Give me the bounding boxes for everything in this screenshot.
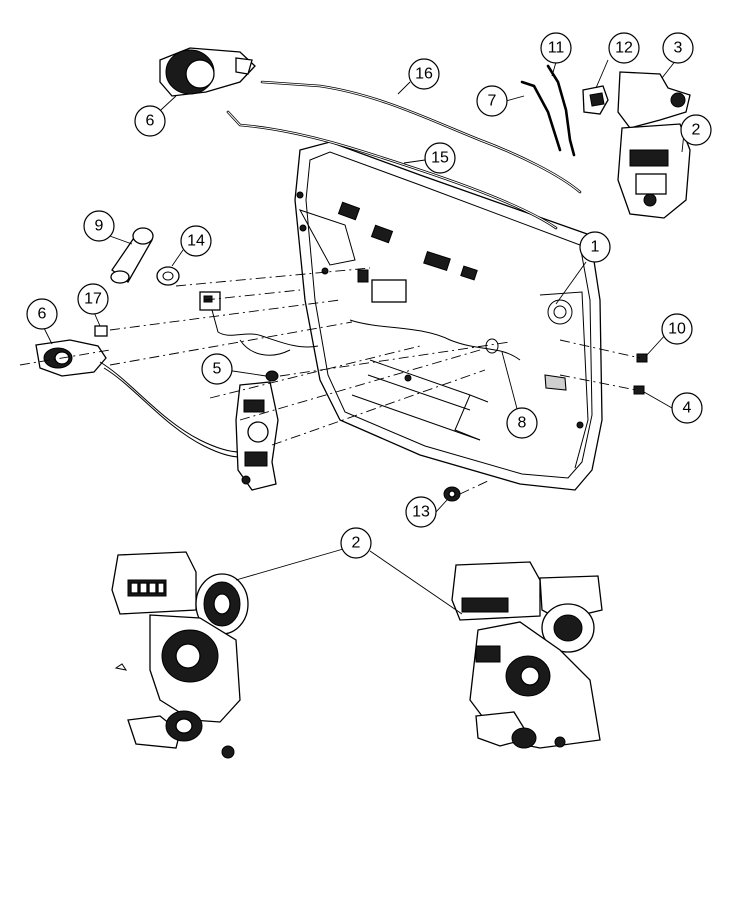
- door-latch-module-2-right: [451, 561, 603, 749]
- callout-10: 10: [661, 313, 693, 345]
- callout-10-label: 10: [668, 321, 686, 338]
- screw-10: [636, 353, 648, 363]
- nut-5: [265, 370, 279, 382]
- callout-14: 14: [180, 225, 212, 257]
- rod-16: [260, 80, 582, 194]
- bolt-13: [443, 486, 461, 502]
- callout-5: 5: [201, 353, 233, 385]
- callout-8: 8: [506, 407, 538, 439]
- grommet-14: [156, 266, 180, 286]
- latch-bracket-3: [617, 71, 691, 129]
- callout-14-label: 14: [187, 233, 205, 250]
- door-inner-panel: [294, 141, 603, 491]
- callout-16-label: 16: [415, 66, 433, 83]
- callout-15-label: 15: [431, 150, 449, 167]
- callout-6-top-label: 6: [146, 113, 155, 130]
- callout-17-label: 17: [84, 291, 102, 308]
- callout-7-label: 7: [488, 93, 497, 110]
- assembly-lines: [19, 267, 641, 495]
- handle-6-top: [159, 47, 256, 97]
- callout-4-label: 4: [683, 400, 692, 417]
- callout-9-label: 9: [95, 218, 104, 235]
- callout-2-top-label: 2: [692, 122, 701, 139]
- callout-17: 17: [77, 283, 109, 315]
- callout-16: 16: [408, 58, 440, 90]
- callout-8-label: 8: [518, 415, 527, 432]
- callout-1: 1: [579, 231, 611, 263]
- clip-12: [582, 85, 609, 115]
- callout-2-bottom: 2: [340, 527, 372, 559]
- callout-13-label: 13: [412, 504, 430, 521]
- callout-6-left-label: 6: [38, 306, 47, 323]
- callout-12: 12: [608, 32, 640, 64]
- callout-12-label: 12: [615, 40, 633, 57]
- lock-module-left: [235, 381, 279, 491]
- callout-2-top: 2: [680, 114, 712, 146]
- callout-3-label: 3: [674, 40, 683, 57]
- callout-13: 13: [405, 496, 437, 528]
- rod-11: [546, 64, 576, 157]
- screw-4: [633, 385, 645, 395]
- callout-7: 7: [476, 85, 508, 117]
- callout-4: 4: [671, 392, 703, 424]
- clip-17: [94, 325, 108, 337]
- callout-2-bottom-label: 2: [352, 535, 361, 552]
- door-latch-module-2-left: [111, 551, 249, 759]
- callout-15: 15: [424, 142, 456, 174]
- cylinder-9: [110, 227, 154, 284]
- callout-6-top: 6: [134, 105, 166, 137]
- callout-3: 3: [662, 32, 694, 64]
- callout-11: 11: [540, 32, 572, 64]
- rod-7: [520, 80, 562, 152]
- callout-5-label: 5: [213, 361, 222, 378]
- connector: [199, 291, 319, 356]
- latch-assembly-2-top: [617, 123, 691, 219]
- callout-9: 9: [83, 210, 115, 242]
- rod-15: [226, 110, 558, 230]
- handle-6-left: [35, 339, 241, 458]
- callout-11-label: 11: [548, 40, 565, 57]
- callout-6-left: 6: [26, 298, 58, 330]
- callout-1-label: 1: [591, 239, 600, 256]
